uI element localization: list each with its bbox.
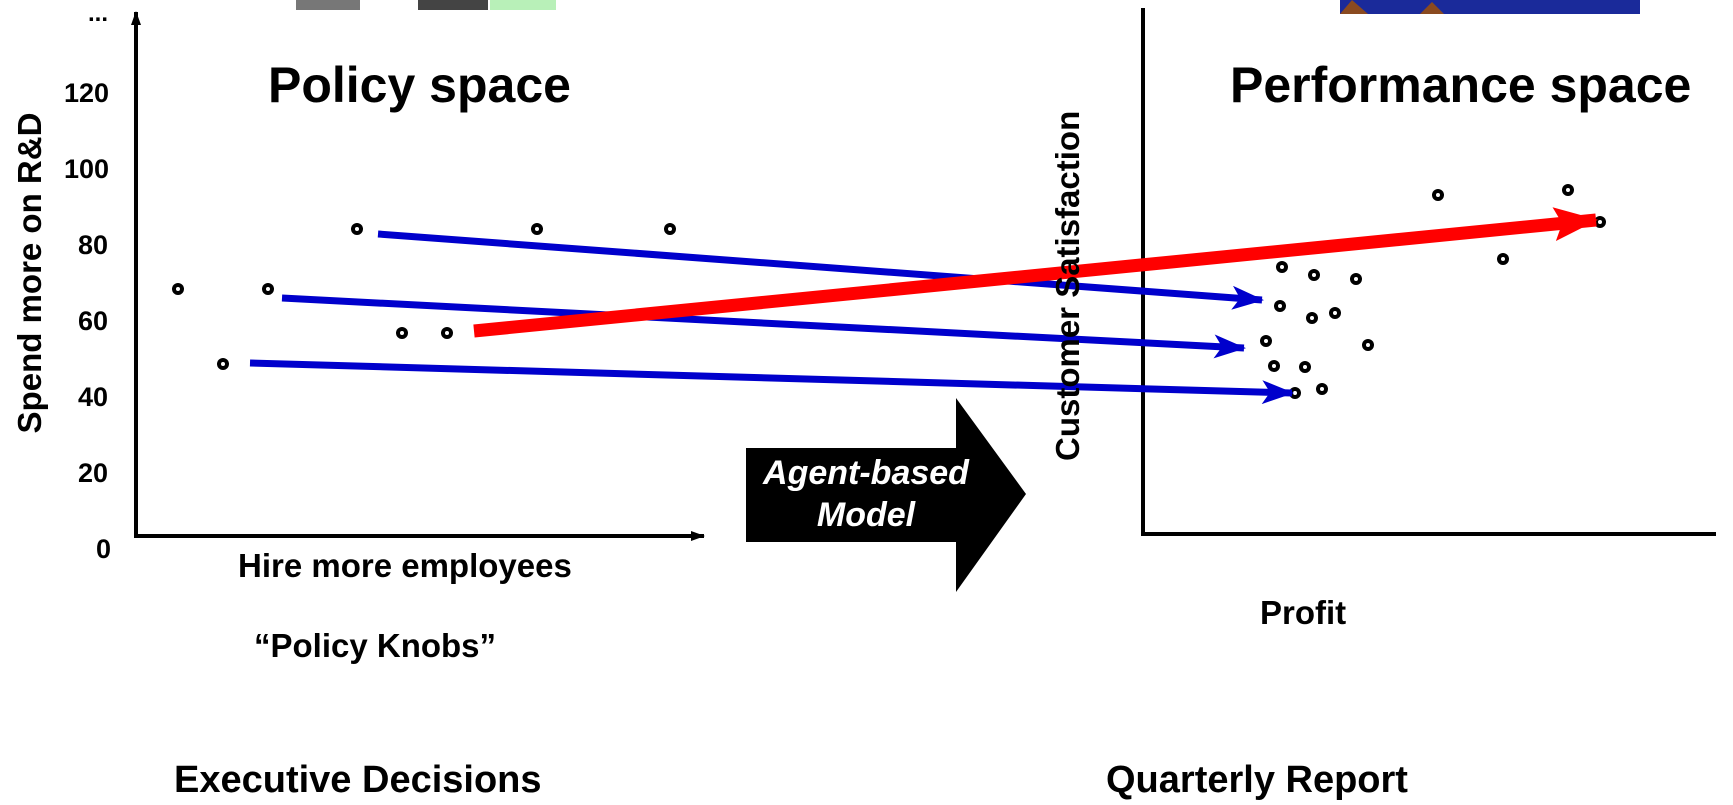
photo-fragment-gray xyxy=(296,0,360,10)
performance-point xyxy=(1308,269,1320,281)
policy-point xyxy=(664,223,676,235)
model-arrow xyxy=(746,398,1026,592)
y-tick-label: 0 xyxy=(96,534,112,564)
performance-point xyxy=(1562,184,1574,196)
policy-point xyxy=(262,283,274,295)
model-arrow-line1: Agent-based xyxy=(763,454,969,492)
performance-point xyxy=(1329,307,1341,319)
performance-point xyxy=(1432,189,1444,201)
policy-point xyxy=(441,327,453,339)
mapping-arrow-blue xyxy=(377,230,1264,310)
policy-knobs-subtitle: “Policy Knobs” xyxy=(254,627,497,664)
performance-space-title: Performance space xyxy=(1230,57,1692,113)
y-tick-top: ... xyxy=(88,0,109,27)
policy-x-axis-label: Hire more employees xyxy=(238,547,572,584)
quarterly-report-label: Quarterly Report xyxy=(1106,759,1408,801)
performance-y-axis-label: Customer Satisfaction xyxy=(1049,110,1086,461)
photo-fragment-green xyxy=(490,0,556,10)
y-tick-label: 40 xyxy=(78,382,109,412)
model-arrow-line2: Model xyxy=(816,496,916,534)
executive-decisions-label: Executive Decisions xyxy=(174,759,542,801)
mapping-arrow-red xyxy=(473,207,1598,338)
y-tick-label: 20 xyxy=(78,458,109,488)
performance-point xyxy=(1274,300,1286,312)
photo-fragment-dark xyxy=(418,0,488,10)
model-arrow-label: Agent-based Model xyxy=(746,452,986,536)
policy-y-axis-label: Spend more on R&D xyxy=(11,112,48,434)
performance-x-axis-label: Profit xyxy=(1260,594,1347,631)
performance-point xyxy=(1362,339,1374,351)
policy-point xyxy=(396,327,408,339)
mapping-arrow-blue xyxy=(249,359,1294,405)
mapping-arrow-blue xyxy=(281,294,1246,359)
y-tick-label: 120 xyxy=(64,78,110,108)
performance-point xyxy=(1260,335,1272,347)
policy-point xyxy=(172,283,184,295)
report-image-fragment xyxy=(1340,0,1640,14)
policy-space-title: Policy space xyxy=(268,57,571,113)
performance-point xyxy=(1316,383,1328,395)
report-image-detail xyxy=(1420,2,1444,14)
performance-point xyxy=(1299,361,1311,373)
y-tick-label: 60 xyxy=(78,306,109,336)
y-tick-label: 100 xyxy=(64,154,110,184)
performance-point xyxy=(1276,261,1288,273)
performance-point xyxy=(1350,273,1362,285)
policy-point xyxy=(217,358,229,370)
report-image-detail xyxy=(1340,0,1368,14)
performance-point xyxy=(1306,312,1318,324)
y-tick-label: 80 xyxy=(78,230,109,260)
performance-point xyxy=(1268,360,1280,372)
policy-point xyxy=(531,223,543,235)
policy-point xyxy=(351,223,363,235)
performance-point xyxy=(1497,253,1509,265)
